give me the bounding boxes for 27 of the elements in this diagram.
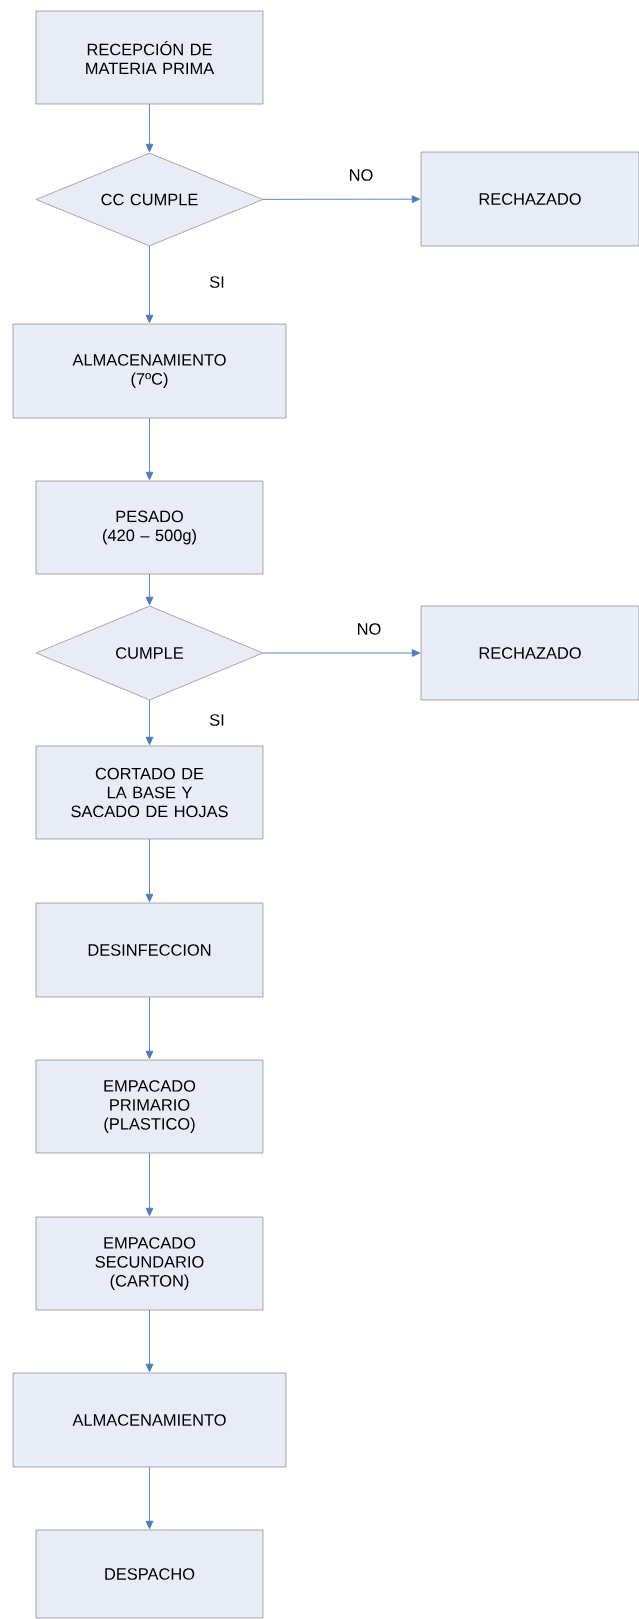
arrow: [145, 417, 154, 481]
process-box: PESADO (420 – 500g): [35, 480, 264, 575]
edge-label: SI: [208, 713, 226, 727]
edge-label: NO: [355, 622, 383, 636]
arrow: [145, 699, 154, 746]
arrow: [145, 996, 154, 1060]
process-box: RECHAZADO: [420, 151, 639, 247]
arrow: [145, 245, 154, 324]
arrow: [262, 649, 421, 657]
arrow: [145, 838, 154, 903]
process-box: EMPACADO SECUNDARIO (CARTON): [35, 1216, 264, 1311]
process-box: CORTADO DE LA BASE Y SACADO DE HOJAS: [35, 745, 264, 840]
arrow: [145, 1309, 154, 1373]
process-box: DESPACHO: [35, 1529, 264, 1619]
process-box: ALMACENAMIENTO: [12, 1372, 287, 1468]
process-box: DESINFECCION: [35, 902, 264, 998]
process-box: EMPACADO PRIMARIO (PLASTICO): [35, 1059, 264, 1154]
arrow: [262, 195, 421, 204]
process-box: RECHAZADO: [420, 605, 639, 701]
arrow: [145, 1466, 154, 1530]
arrow: [145, 573, 154, 606]
arrow: [145, 1152, 154, 1217]
process-box: ALMACENAMIENTO (7ºC): [12, 323, 287, 419]
process-box: RECEPCIÓN DE MATERIA PRIMA: [35, 10, 264, 105]
edge-label: NO: [347, 168, 375, 182]
arrow: [145, 103, 154, 153]
edge-label: SI: [208, 275, 226, 289]
